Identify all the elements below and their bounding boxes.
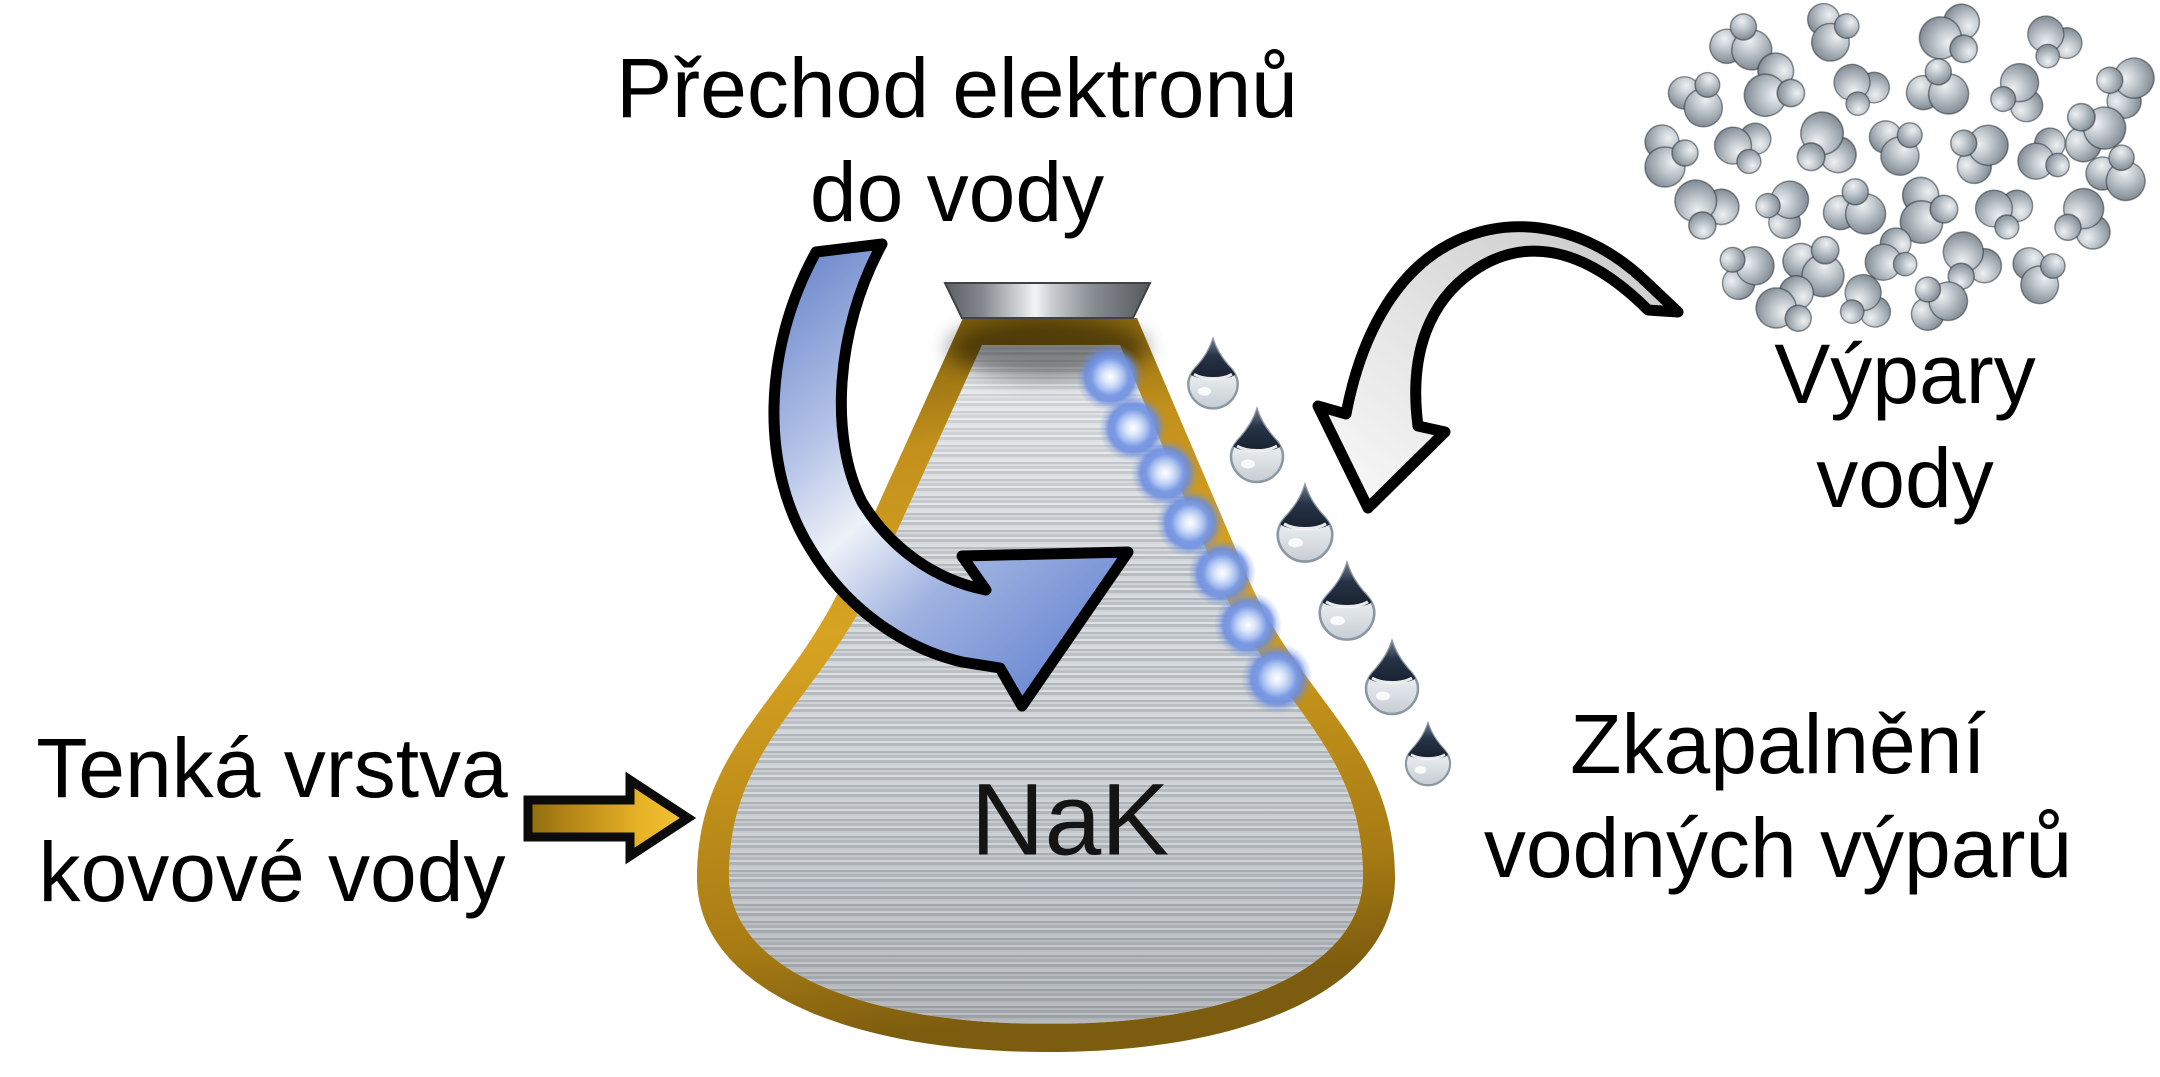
electron-dot <box>1241 642 1313 714</box>
condensation-label: Zkapalnění vodných výparů <box>1484 692 2072 900</box>
vapor-molecule-icon <box>2007 236 2076 310</box>
water-droplet-icon <box>1229 408 1285 484</box>
drop-gold-shell <box>697 318 1395 1052</box>
water-droplet-icon <box>1364 640 1420 716</box>
vapor-molecule-icon <box>1747 171 1815 244</box>
nak-drop <box>697 282 1395 1052</box>
vapor-molecule-icon <box>1660 56 1740 136</box>
vapor-molecules-cluster <box>1644 0 2160 348</box>
water-droplet-icon <box>1318 562 1376 642</box>
metal-water-layer-label: Tenká vrstva kovové vody <box>36 716 508 924</box>
electron-transfer-line2: do vody <box>809 145 1105 239</box>
metal-water-layer-line1: Tenká vrstva <box>36 721 508 815</box>
vapor-molecule-icon <box>1820 173 1892 238</box>
water-vapor-label: Výpary vody <box>1774 322 2035 530</box>
vapor-molecule-icon <box>1780 103 1864 191</box>
vapor-molecule-icon <box>1711 120 1778 180</box>
water-droplet-icon <box>1276 484 1334 564</box>
water-vapor-line1: Výpary <box>1774 327 2036 421</box>
vapor-molecule-icon <box>1824 58 1895 124</box>
vapor-molecule-icon <box>1974 189 2034 240</box>
vapor-flow-arrow <box>1312 221 1684 514</box>
electron-transfer-line1: Přechod elektronů <box>616 41 1298 135</box>
drop-cap <box>943 282 1152 319</box>
vapor-molecule-icon <box>1663 173 1745 249</box>
vapor-molecule-icon <box>1644 124 1699 188</box>
vapor-molecule-icon <box>1903 53 1975 118</box>
water-droplet-icon <box>1186 338 1240 410</box>
electron-transfer-label: Přechod elektronů do vody <box>616 36 1298 244</box>
nak-label: NaK <box>970 762 1170 877</box>
drop-metal-lighting <box>729 345 1363 1024</box>
water-vapor-line2: vody <box>1816 431 1994 525</box>
vapor-molecule-icon <box>1984 59 2046 129</box>
vapor-molecule-icon <box>2045 183 2115 259</box>
condensation-line2: vodných výparů <box>1483 801 2073 895</box>
vapor-molecule-icon <box>1862 105 1938 183</box>
water-droplet-icon <box>1404 722 1452 787</box>
vapor-molecule-icon <box>1804 0 1865 65</box>
metal-water-layer-line2: kovové vody <box>38 825 506 919</box>
vapor-molecule-icon <box>1910 0 1997 80</box>
electron-flow-arrow <box>768 238 1134 712</box>
condensation-line1: Zkapalnění <box>1570 697 1986 791</box>
metal-layer-arrow <box>523 771 697 865</box>
vapor-molecule-icon <box>1935 108 2018 192</box>
